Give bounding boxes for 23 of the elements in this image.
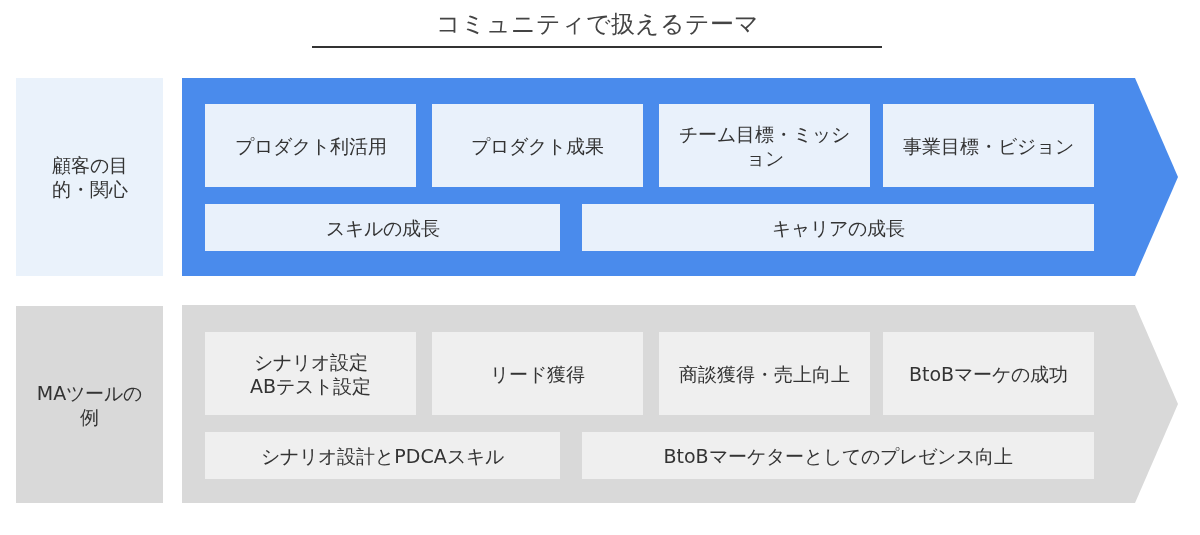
theme-label: プロダクト成果	[471, 133, 604, 158]
title: コミュニティで扱えるテーマ	[434, 9, 760, 40]
theme-label: キャリアの成長	[771, 215, 905, 240]
theme-box	[582, 204, 1094, 251]
theme-box	[883, 104, 1094, 187]
theme-label: 顧客の目的・関心	[50, 153, 129, 201]
theme-label: BtoBマーケターとしてのプレゼンス向上	[663, 443, 1013, 468]
theme-box	[205, 204, 560, 251]
theme-label: シナリオ設計とPDCAスキル	[261, 443, 504, 468]
theme-box	[432, 104, 643, 187]
row-header-box	[16, 306, 163, 503]
theme-label: リード獲得	[490, 361, 585, 386]
theme-label: MAツールの例	[36, 380, 143, 429]
theme-label: シナリオ設定	[253, 349, 368, 374]
theme-label: スキルの成長	[325, 215, 440, 240]
theme-label: プロダクト利活用	[234, 133, 387, 158]
theme-label: 事業目標・ビジョン	[903, 133, 1074, 158]
theme-label: ABテスト設定	[249, 373, 371, 398]
theme-box	[659, 104, 870, 187]
theme-label: BtoBマーケの成功	[908, 361, 1069, 386]
theme-label: 商談獲得・売上向上	[679, 361, 850, 386]
theme-box	[205, 104, 416, 187]
theme-label: チーム目標・ミッション	[679, 121, 850, 170]
